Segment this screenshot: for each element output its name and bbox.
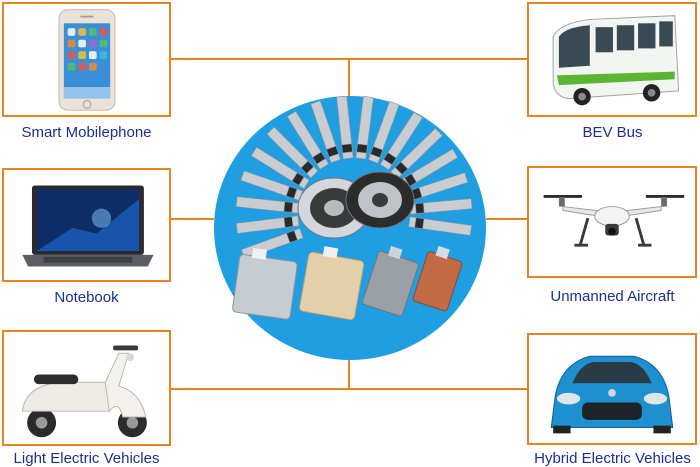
application-box-bus [527, 2, 697, 117]
electrode-tab-band [394, 161, 409, 175]
electrode-tab-band [341, 143, 353, 154]
caption-bus: BEV Bus [582, 124, 643, 141]
electrode-tab-band [312, 151, 326, 165]
electrode-tab-band [383, 152, 397, 166]
electrode-tab [355, 95, 374, 160]
electrode-tab-band [300, 160, 315, 175]
electrode-tab-band [356, 143, 368, 154]
caption-scooter: Light Electric Vehicles [13, 450, 160, 467]
bus-icon [552, 15, 680, 106]
caption-notebook: Notebook [54, 289, 119, 306]
scooter-icon [21, 345, 147, 438]
caption-car: Hybrid Electric Vehicles [534, 450, 691, 467]
laptop-icon [22, 185, 154, 267]
electrode-tab [408, 216, 472, 236]
electrode-tab-band [370, 146, 384, 158]
car-icon [550, 355, 674, 434]
electrode-tab-band [283, 201, 294, 213]
application-box-scooter [2, 330, 171, 446]
electrode-tab-band [414, 217, 425, 230]
electrode-tab-band [285, 186, 298, 199]
caption-phone: Smart Mobilephone [21, 124, 152, 141]
electrode-tab-band [326, 145, 339, 158]
caption-drone: Unmanned Aircraft [550, 288, 675, 305]
smartphone-icon [58, 9, 116, 111]
electrode-tab-band [286, 230, 298, 244]
electrode-tab-band [291, 172, 305, 186]
electrode-tab [336, 95, 354, 160]
battery-materials-icon [214, 95, 486, 360]
electrode-tab-band [415, 202, 425, 214]
application-box-notebook [2, 168, 171, 282]
battery-materials-hub [214, 95, 486, 360]
application-box-car [527, 333, 697, 445]
application-box-drone [527, 166, 697, 278]
drone-icon [543, 195, 685, 247]
application-box-phone [2, 2, 171, 117]
electrode-tab [235, 215, 300, 234]
electrode-tab-band [404, 173, 417, 187]
electrode-tab-band [283, 216, 294, 228]
